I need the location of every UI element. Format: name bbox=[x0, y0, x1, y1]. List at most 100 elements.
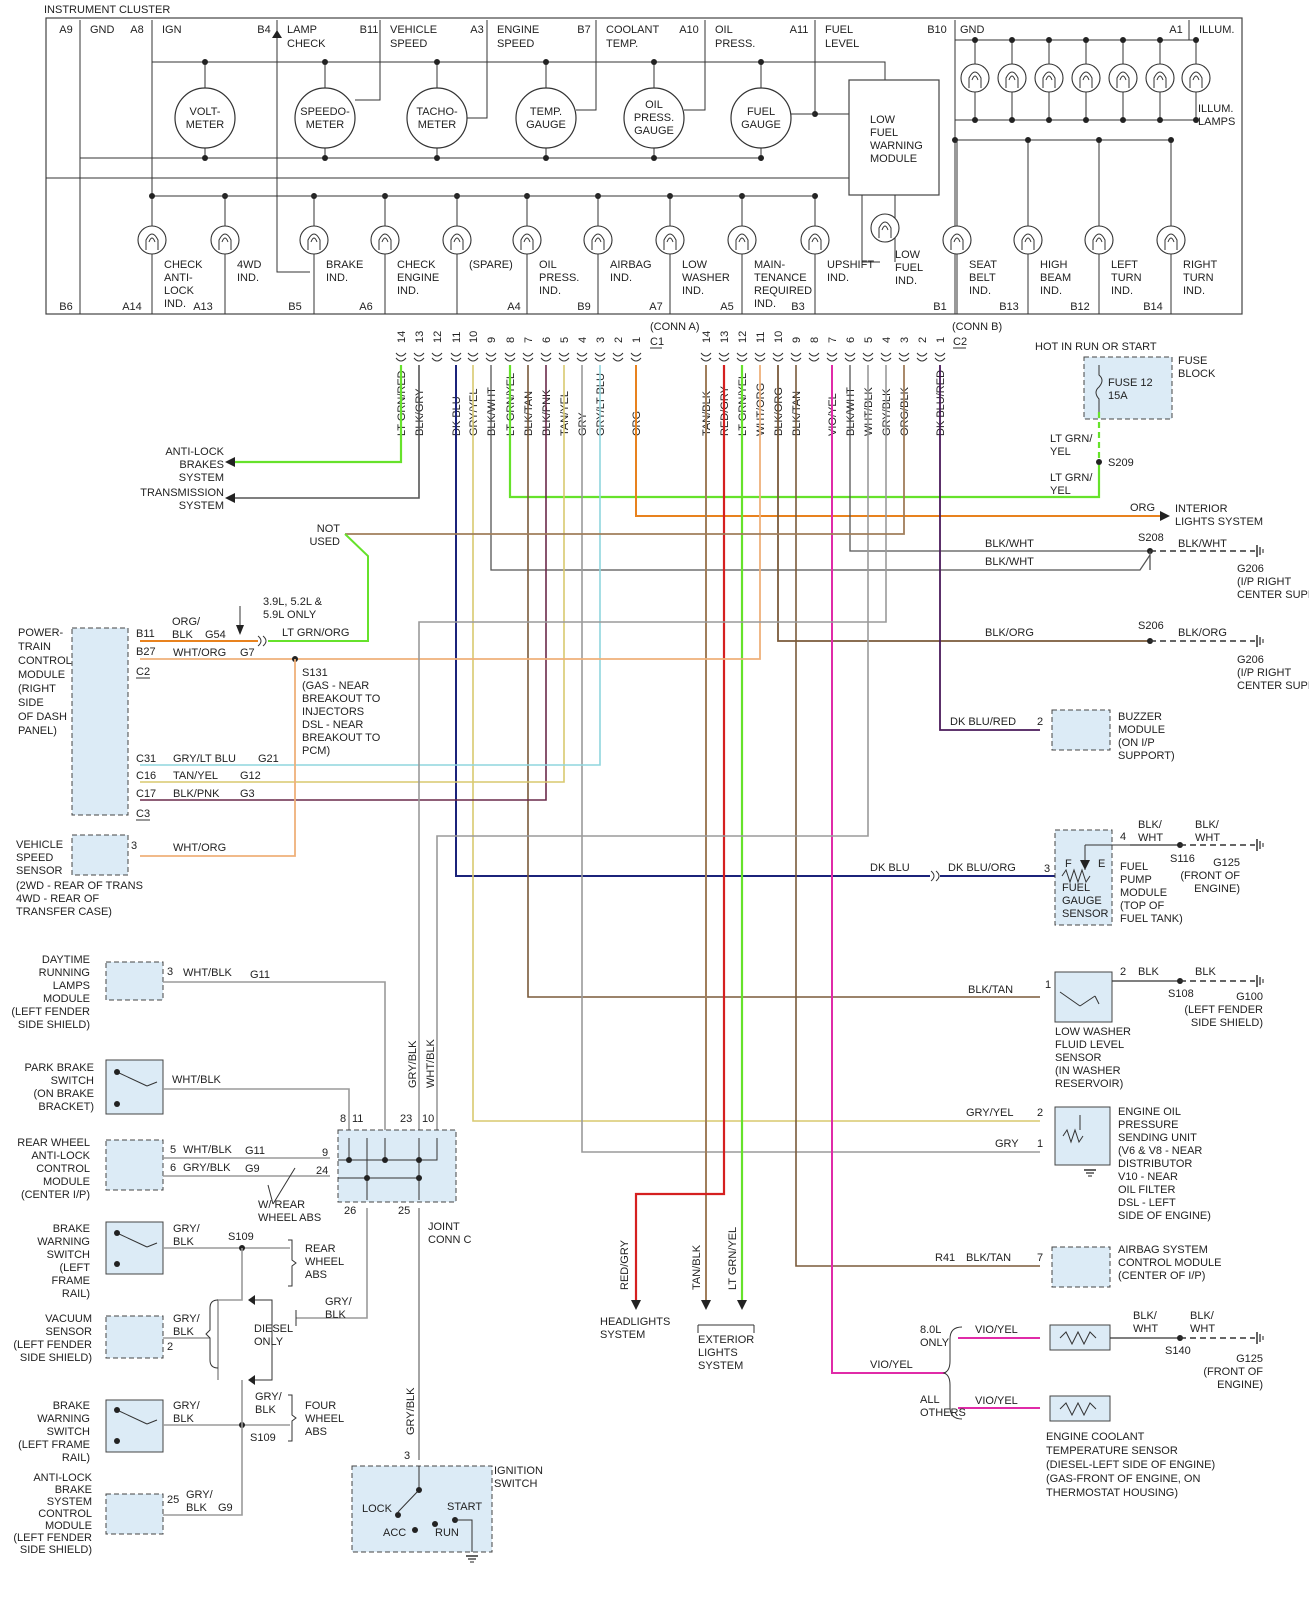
dk-blu-red-label: DK BLU/RED bbox=[950, 716, 1016, 728]
connector-icon bbox=[754, 352, 766, 362]
engine-only-label: 5.9L ONLY bbox=[263, 609, 317, 621]
exterior-label: LIGHTS bbox=[698, 1347, 738, 1359]
indicator-label: IND. bbox=[610, 272, 632, 284]
bulb-filament-icon bbox=[381, 237, 389, 243]
gry-blk-label: GRY/ bbox=[173, 1400, 201, 1412]
engine-only-label: 3.9L, 5.2L & bbox=[263, 596, 323, 608]
cluster-pin-label: A4 bbox=[507, 301, 520, 313]
connector-icon bbox=[898, 352, 910, 362]
pcm-label: SIDE bbox=[18, 697, 44, 709]
indicator-label: HIGH bbox=[1040, 259, 1068, 271]
connector-icon bbox=[594, 352, 606, 362]
bulb-filament-icon bbox=[1156, 75, 1164, 81]
pcm-label: PANEL) bbox=[18, 725, 57, 737]
splice-dot bbox=[1096, 459, 1102, 465]
oil-sender-label: SIDE OF ENGINE) bbox=[1118, 1210, 1211, 1222]
interior-lights-label: INTERIOR bbox=[1175, 503, 1228, 515]
connector-icon bbox=[862, 352, 874, 362]
indicator-label: CHECK bbox=[164, 259, 203, 271]
coolant-sensor-2 bbox=[1049, 1395, 1111, 1422]
indicator-label: TURN bbox=[1183, 272, 1214, 284]
wire-org bbox=[635, 365, 1160, 517]
headlights-label: SYSTEM bbox=[600, 1329, 645, 1341]
bulb-filament-icon bbox=[1189, 71, 1203, 88]
oil-sender-label: ENGINE OIL bbox=[1118, 1106, 1181, 1118]
splice-dot bbox=[434, 59, 440, 65]
rwal-label: ANTI-LOCK bbox=[31, 1150, 90, 1162]
wire-wht-org-vss bbox=[140, 659, 296, 857]
bulb-filament-icon bbox=[1116, 71, 1130, 88]
arrow-icon bbox=[1160, 511, 1170, 521]
blk-tan-label: BLK/TAN bbox=[966, 1252, 1011, 1264]
blk-org-label: BLK/ORG bbox=[1178, 627, 1227, 639]
c1-pin-number: 5 bbox=[559, 337, 571, 343]
splice-dot bbox=[543, 155, 549, 161]
cluster-pin-label: A13 bbox=[193, 301, 213, 313]
joint-pin: 10 bbox=[422, 1113, 434, 1125]
s109-label: S109 bbox=[228, 1231, 254, 1243]
oil-signal bbox=[684, 20, 706, 111]
connector-icon bbox=[736, 352, 748, 362]
indicator-bulb-icon bbox=[442, 225, 472, 255]
illum-lamps-label: ILLUM. bbox=[1198, 103, 1233, 115]
g206-label: G206 bbox=[1237, 654, 1264, 666]
splice-dot bbox=[972, 37, 978, 43]
c1-pin-number: 6 bbox=[541, 337, 553, 343]
pin-number: 3 bbox=[1044, 863, 1050, 875]
indicator-label: ENGINE bbox=[397, 272, 439, 284]
brake-warning-1-label: BRAKE bbox=[53, 1223, 90, 1235]
warning-module-label: WARNING bbox=[870, 140, 923, 152]
drl-label: LAMPS bbox=[53, 980, 90, 992]
oil-sender-label: SENDING UNIT bbox=[1118, 1132, 1197, 1144]
cluster-pin-function: PRESS. bbox=[715, 38, 755, 50]
rwal-label: (CENTER I/P) bbox=[21, 1189, 90, 1201]
oil-sender-label: DSL - LEFT bbox=[1118, 1197, 1176, 1209]
gry-blk-label: GRY/BLK bbox=[183, 1162, 231, 1174]
blk-tan-label: BLK/TAN bbox=[968, 984, 1013, 996]
indicator-label: TURN bbox=[1111, 272, 1142, 284]
connector-icon bbox=[826, 352, 838, 362]
pcm-label: MODULE bbox=[18, 669, 65, 681]
indicator-label: (SPARE) bbox=[469, 259, 513, 271]
bulb-filament-icon bbox=[1082, 75, 1090, 81]
brace-icon bbox=[942, 1326, 963, 1420]
c2-wire-color: BLK/WHT bbox=[845, 387, 857, 436]
blk-wht-label: BLK/ bbox=[1195, 819, 1220, 831]
bulb-filament-icon bbox=[450, 233, 464, 250]
cluster-pin-label: A3 bbox=[470, 24, 483, 36]
rwal-label: REAR WHEEL bbox=[17, 1137, 90, 1149]
indicator-label: IND. bbox=[1040, 285, 1062, 297]
connector-icon bbox=[576, 352, 588, 362]
airbag-label: (CENTER OF I/P) bbox=[1118, 1270, 1205, 1282]
indicator-label: IND. bbox=[827, 272, 849, 284]
ignition-switch bbox=[351, 1465, 493, 1553]
low-fuel-wire bbox=[861, 195, 880, 263]
c1-wire-color: GRY/LT BLU bbox=[595, 373, 607, 436]
illum-bulb-icon bbox=[1181, 63, 1211, 93]
c1-wire-color: BLK/WHT bbox=[486, 387, 498, 436]
blk-label: BLK bbox=[1195, 966, 1216, 978]
c2-pin-number: 7 bbox=[827, 337, 839, 343]
washer-label: FLUID LEVEL bbox=[1055, 1039, 1124, 1051]
warning-module-label: FUEL bbox=[870, 127, 898, 139]
vss-label: SPEED bbox=[16, 852, 53, 864]
gry-label: GRY bbox=[995, 1138, 1019, 1150]
blk-wht-label: BLK/ bbox=[1138, 819, 1163, 831]
connector-icon bbox=[395, 352, 407, 362]
cluster-pin-label: B7 bbox=[577, 24, 590, 36]
joint-pin: 23 bbox=[400, 1113, 412, 1125]
bulb-filament-icon bbox=[878, 221, 892, 238]
blk-wht-label: WHT bbox=[1133, 1323, 1158, 1335]
s131-label: INJECTORS bbox=[302, 706, 364, 718]
cluster-pin-label: B12 bbox=[1070, 301, 1090, 313]
wire-blk-gry bbox=[235, 365, 420, 499]
wht-org-label: WHT/ORG bbox=[173, 842, 226, 854]
gry-blk-label: GRY/ bbox=[173, 1223, 201, 1235]
cluster-pin-function: VEHICLE bbox=[390, 24, 437, 36]
connector-icon bbox=[630, 352, 642, 362]
indicator-label: 4WD bbox=[237, 259, 262, 271]
joint-pin: 8 bbox=[340, 1113, 346, 1125]
pin-number: 25 bbox=[167, 1494, 179, 1506]
cluster-pin-function: COOLANT bbox=[606, 24, 659, 36]
indicator-label: IND. bbox=[539, 285, 561, 297]
